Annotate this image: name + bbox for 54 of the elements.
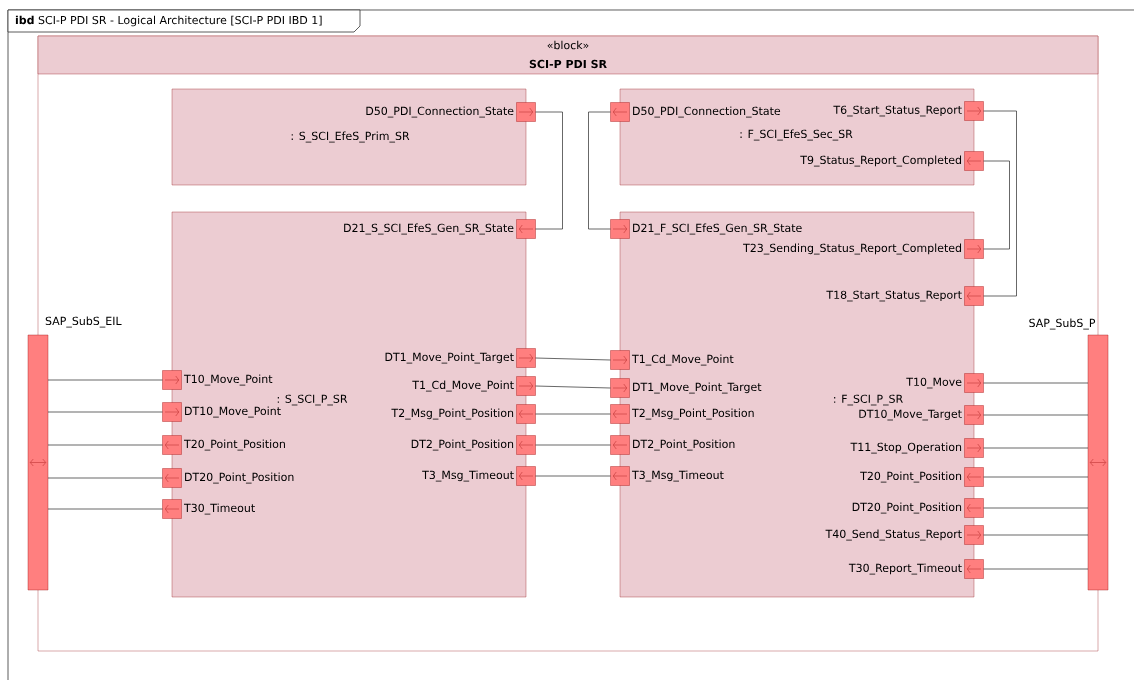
port-label: D50_PDI_Connection_State	[366, 106, 514, 118]
port-label: T3_Msg_Timeout	[632, 470, 724, 482]
connector	[983, 507, 1089, 509]
port-label: DT10_Move_Target	[859, 409, 962, 421]
port-label: T30_Report_Timeout	[848, 563, 962, 575]
port-label: T40_Send_Status_Report	[825, 529, 962, 541]
port-label: T20_Point_Position	[183, 439, 285, 451]
connector	[47, 411, 163, 413]
port-label: T10_Move	[906, 377, 962, 389]
port-label: T1_Cd_Move_Point	[412, 380, 514, 392]
connector	[47, 508, 163, 510]
connector	[983, 447, 1089, 449]
connector	[983, 476, 1089, 478]
port-label: T20_Point_Position	[860, 471, 962, 483]
port-label: DT10_Move_Point	[185, 406, 281, 418]
port-label: T9_Status_Report_Completed	[800, 155, 961, 167]
port-label: T6_Start_Status_Report	[833, 105, 962, 117]
connector	[47, 379, 163, 381]
connector	[983, 568, 1089, 570]
connector	[983, 160, 1010, 250]
port-label: T1_Cd_Move_Point	[632, 354, 734, 366]
frame-title: ibd SCI-P PDI SR - Logical Architecture [SCI-P PDI IBD 1]	[7, 9, 361, 33]
connector	[535, 385, 611, 389]
connector	[535, 357, 611, 361]
connector	[47, 444, 163, 446]
port-label: T2_Msg_Point_Position	[632, 408, 754, 420]
port-label: T18_Start_Status_Report	[826, 290, 962, 302]
connector	[535, 413, 611, 415]
port-label: DT1_Move_Point_Target	[633, 382, 762, 394]
connector	[983, 382, 1089, 384]
port-label: DT20_Point_Position	[852, 502, 962, 514]
port-label: DT2_Point_Position	[411, 439, 514, 451]
port-label: D21_S_SCI_EfeS_Gen_SR_State	[344, 223, 514, 235]
connector	[588, 111, 611, 230]
port-label: D50_PDI_Connection_State	[633, 106, 781, 118]
connector	[983, 110, 1017, 297]
node-label: SAP_SubS_EIL	[45, 316, 122, 328]
port-label: T10_Move_Point	[183, 374, 273, 386]
connector	[983, 414, 1089, 416]
port-label: D21_F_SCI_EfeS_Gen_SR_State	[633, 223, 802, 235]
port-label: DT1_Move_Point_Target	[385, 352, 514, 364]
port-label: T11_Stop_Operation	[850, 442, 962, 454]
connector	[535, 111, 563, 230]
port-label: T30_Timeout	[183, 503, 255, 515]
port-label: T23_Sending_Status_Report_Completed	[743, 243, 962, 255]
node-label: SAP_SubS_P	[1029, 318, 1096, 330]
port-label: DT2_Point_Position	[633, 439, 735, 451]
port-label: DT20_Point_Position	[185, 472, 294, 484]
connector	[983, 534, 1089, 536]
connector	[47, 477, 163, 479]
connector	[535, 475, 611, 477]
port-label: T2_Msg_Point_Position	[391, 408, 514, 420]
connector	[535, 444, 611, 446]
port-label: T3_Msg_Timeout	[422, 470, 514, 482]
